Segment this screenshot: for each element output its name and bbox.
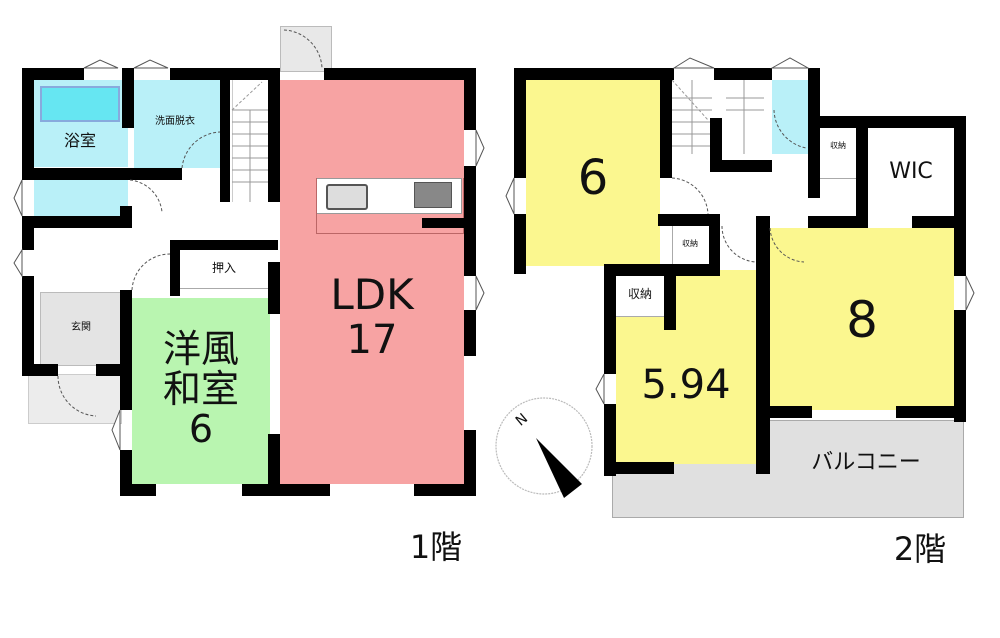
wall — [514, 214, 526, 274]
wall — [514, 68, 674, 80]
wall — [120, 206, 132, 228]
wall — [268, 262, 280, 314]
storage-hall-area — [820, 128, 856, 179]
wic-area — [868, 128, 954, 216]
stairs-icon — [231, 81, 268, 202]
ldk-name-label: LDK — [330, 269, 414, 319]
storage-small-area — [672, 226, 709, 264]
door-swing-icon — [13, 29, 485, 451]
wall — [464, 68, 476, 130]
floor-2-label: 2階 — [893, 530, 947, 569]
entrance-label: 玄関 — [71, 321, 91, 333]
storage-b-label: 収納 — [627, 286, 652, 301]
wall — [220, 78, 230, 202]
wall — [268, 434, 280, 496]
wall — [954, 116, 966, 276]
wall — [464, 310, 476, 356]
wall — [122, 68, 134, 128]
wall — [22, 276, 34, 368]
wall — [120, 484, 156, 496]
wall — [604, 264, 616, 374]
wall — [664, 264, 676, 330]
storage-small-label: 収納 — [682, 238, 698, 248]
wall — [708, 214, 720, 270]
wall — [710, 118, 722, 172]
wall — [22, 168, 182, 180]
ldk-size-label: 17 — [346, 317, 398, 363]
wall — [170, 68, 280, 80]
wall — [120, 290, 132, 410]
entrance-area — [40, 292, 124, 366]
wall — [170, 240, 278, 250]
wall — [808, 68, 820, 198]
ldk-area — [280, 80, 464, 484]
wall — [604, 404, 616, 476]
balcony-label: バルコニー — [811, 450, 921, 476]
storage-hall-label: 収納 — [830, 140, 846, 150]
wall — [22, 68, 34, 178]
bedroom-6-label: 6 — [577, 149, 609, 206]
wall — [242, 484, 330, 496]
wall — [856, 116, 868, 228]
compass-icon — [495, 397, 593, 498]
bath-label: 浴室 — [63, 130, 96, 150]
wall — [170, 240, 180, 296]
bedroom-594-label: 5.94 — [641, 362, 731, 408]
wall — [22, 68, 84, 80]
floor-1-label: 1階 — [409, 528, 463, 567]
bathtub — [40, 86, 120, 122]
kitchen-sink-icon — [326, 184, 368, 210]
entrance-porch — [28, 374, 122, 424]
wall — [22, 364, 58, 376]
wall — [756, 406, 812, 418]
wall — [714, 68, 772, 80]
kitchen-peninsula-outline — [316, 178, 464, 234]
wall — [422, 218, 472, 228]
stove-icon — [414, 182, 452, 208]
wall — [464, 430, 476, 496]
washroom-area — [134, 80, 220, 168]
closet-area — [180, 250, 268, 289]
toilet-2f-area — [772, 80, 808, 154]
wall — [808, 116, 966, 128]
washroom-label: 洗面脱衣 — [155, 115, 195, 127]
wall — [604, 264, 720, 276]
back-door-porch — [280, 26, 332, 72]
closet-label: 押入 — [211, 260, 236, 275]
bedroom-6-area — [526, 80, 660, 266]
wall — [658, 214, 718, 226]
wall — [22, 216, 132, 228]
wall — [22, 228, 34, 250]
storage-b-area — [616, 276, 664, 317]
wall — [604, 462, 674, 474]
stairs-icon — [671, 79, 764, 154]
door-swing-icon — [505, 57, 975, 405]
bedroom-8-area — [770, 228, 954, 410]
toilet-area — [34, 180, 128, 216]
wic-label: WIC — [889, 159, 933, 185]
japanese-room-label: 洋風 和室 6 — [162, 327, 239, 451]
japanese-room-area — [132, 298, 270, 484]
wall — [710, 160, 772, 172]
wall — [954, 310, 966, 422]
wall — [514, 68, 526, 178]
wall — [268, 78, 280, 202]
wall — [414, 484, 474, 496]
wall — [912, 216, 966, 228]
wall — [324, 68, 474, 80]
wall — [808, 216, 868, 228]
wall — [896, 406, 966, 418]
wall — [660, 68, 672, 178]
bedroom-8-label: 8 — [846, 290, 878, 349]
